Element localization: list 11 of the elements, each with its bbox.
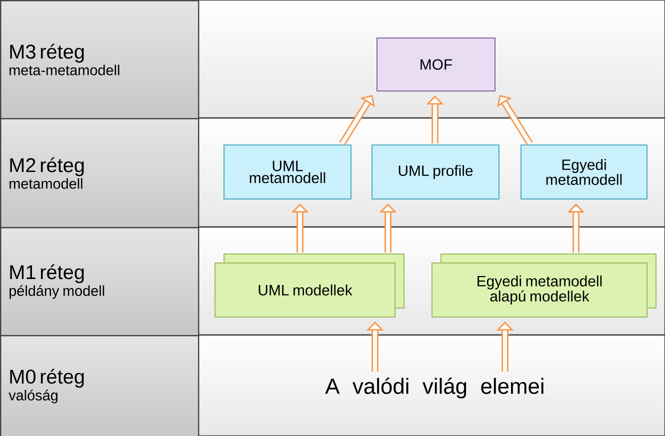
- layer-cell: M0 réteg valóság: [0, 334, 200, 436]
- stacked-model-box: UML modellek: [214, 254, 404, 318]
- model-box: MOF: [376, 38, 496, 92]
- layer-cell: M1 réteg példány modell: [0, 227, 200, 336]
- stacked-model-box: Egyedi metamodell alapú modellek: [432, 254, 656, 318]
- model-box: Egyedi metamodell: [520, 144, 648, 200]
- caption-text: A valódi világ elemei: [325, 378, 544, 398]
- model-box: UML profile: [372, 144, 500, 200]
- layer-cell: M2 réteg metamodell: [0, 118, 200, 228]
- layer-cell: M3 réteg meta-metamodell: [0, 0, 200, 120]
- model-box: UML metamodell: [224, 144, 352, 200]
